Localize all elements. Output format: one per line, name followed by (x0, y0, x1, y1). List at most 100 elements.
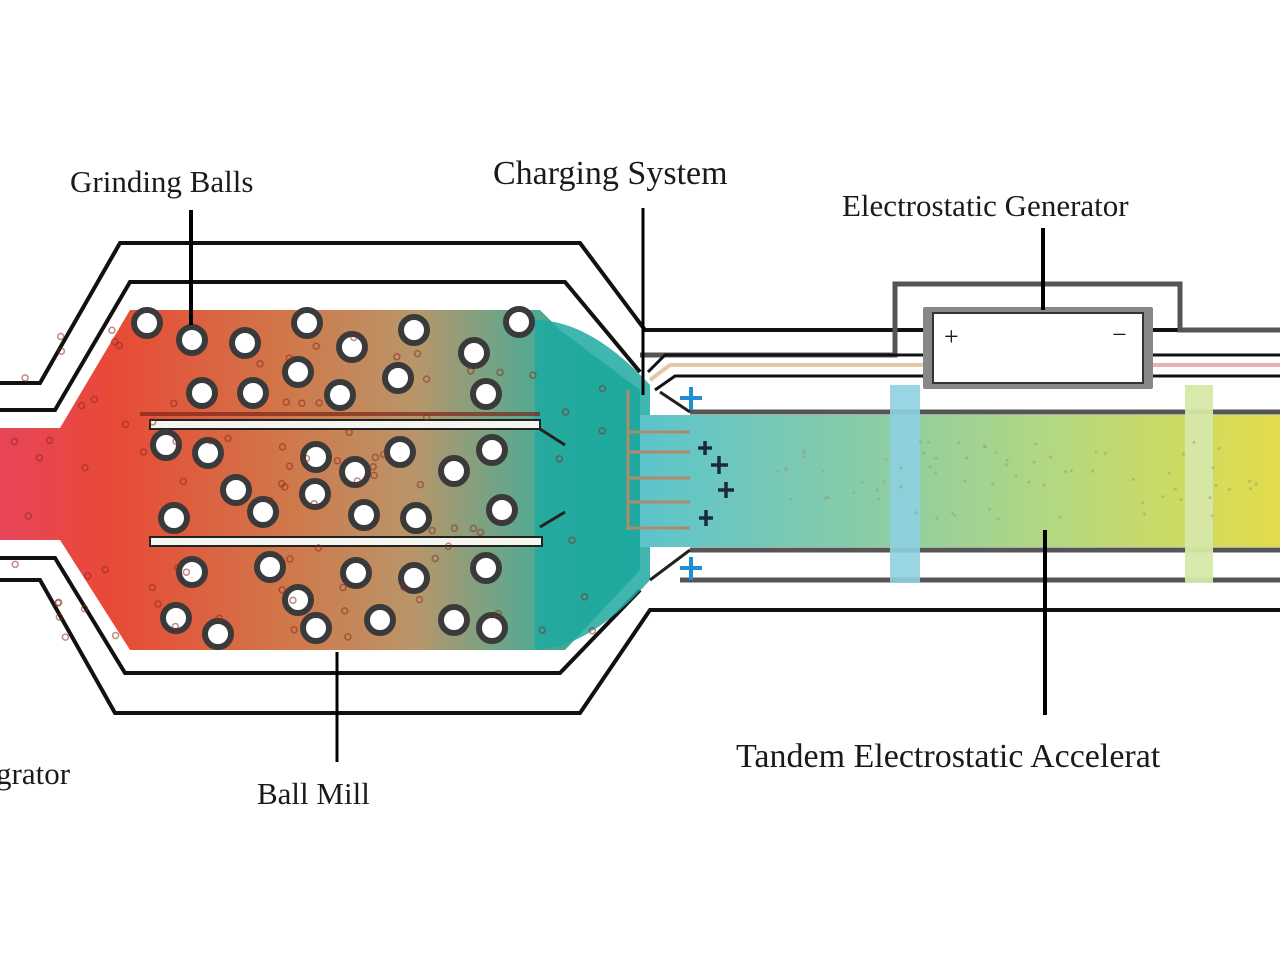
grinding-ball (229, 327, 261, 359)
accelerated-particle (935, 516, 939, 520)
accelerated-particle (1254, 482, 1258, 486)
grinding-ball (438, 455, 470, 487)
particle (80, 604, 89, 613)
grinding-ball (176, 556, 208, 588)
accelerated-particle (914, 511, 918, 515)
particle (555, 455, 564, 463)
grinding-ball (300, 441, 332, 473)
label-electrostatic-generator: Electrostatic Generator (842, 188, 1129, 223)
grinding-ball (340, 557, 372, 589)
accelerated-particle (1064, 470, 1068, 474)
accelerated-particle (963, 479, 967, 483)
particle (416, 480, 425, 489)
particle (169, 399, 178, 408)
grinding-ball (186, 377, 218, 409)
particle (340, 607, 349, 615)
accelerated-particle (899, 485, 903, 489)
accelerated-particle (1014, 474, 1018, 477)
particle (312, 342, 321, 350)
accelerated-particle (1161, 495, 1165, 499)
grinding-ball (400, 502, 432, 534)
particle (10, 437, 19, 446)
particle (139, 448, 148, 456)
accelerator-ring-blue (890, 385, 920, 583)
accelerated-particle (825, 495, 829, 499)
particle (298, 399, 306, 407)
accelerated-particle (884, 458, 888, 461)
particle (45, 436, 54, 445)
particle (302, 454, 311, 463)
particle (172, 437, 180, 446)
particle (315, 399, 323, 407)
grinding-ball (160, 602, 192, 634)
particle (369, 462, 377, 471)
accelerated-particle (983, 445, 987, 449)
grinding-ball (458, 337, 490, 369)
particle (353, 477, 362, 485)
accelerated-particle (1141, 501, 1145, 505)
accelerated-particle (1167, 471, 1171, 475)
accelerated-particle (1181, 452, 1185, 456)
charging-electrodes (626, 390, 690, 530)
particle (256, 360, 264, 368)
accelerated-particle (875, 488, 879, 492)
particle (310, 500, 318, 508)
grinding-ball (398, 314, 430, 346)
accelerated-particle (1091, 469, 1095, 473)
inner-housing (0, 280, 642, 675)
accelerated-particle (802, 449, 806, 453)
grinding-ball (384, 436, 416, 468)
particle (598, 426, 606, 435)
accelerated-particle (919, 440, 923, 444)
accelerated-particle (860, 480, 864, 484)
accelerated-particle (1004, 463, 1008, 467)
accelerated-particle (789, 497, 793, 501)
grinding-ball (247, 496, 279, 528)
accelerated-particle (1069, 469, 1073, 473)
particle (529, 371, 537, 379)
dark-plus-icon-3 (718, 482, 734, 498)
label-grinding-balls: Grinding Balls (70, 164, 253, 199)
particle (90, 395, 99, 404)
accelerated-particle (994, 451, 998, 454)
accelerated-particle (1048, 455, 1052, 459)
label-charging-system: Charging System (493, 155, 728, 192)
accelerated-particle (934, 471, 937, 475)
accelerated-particle (965, 456, 968, 460)
accelerated-particle (957, 441, 961, 445)
accelerated-particle (927, 440, 931, 444)
particle (333, 456, 342, 465)
accelerated-particle (1173, 487, 1177, 491)
particle (115, 341, 123, 350)
particle (496, 368, 504, 377)
grinding-balls-group (131, 306, 535, 650)
accelerated-particle (928, 465, 932, 469)
particle (56, 332, 65, 341)
grinding-ball (291, 307, 323, 339)
dark-plus-icon-2 (711, 456, 728, 474)
dark-plus-icon-1 (698, 441, 712, 455)
particle (149, 418, 157, 426)
particle (476, 528, 485, 537)
accelerator-tube (640, 415, 1280, 547)
particle (24, 512, 33, 520)
grinding-ball (339, 456, 371, 488)
particle (110, 337, 119, 346)
particle (561, 408, 570, 416)
grinding-ball (324, 379, 356, 411)
charging-transition (535, 320, 650, 650)
accelerated-particle (1192, 440, 1196, 444)
accelerated-particle (951, 512, 955, 516)
accelerated-particle (1058, 515, 1062, 519)
accelerated-particle (1208, 496, 1212, 500)
particle (494, 609, 502, 618)
accelerated-particle (821, 469, 825, 473)
accelerated-particle (1032, 460, 1036, 464)
particle (350, 333, 358, 342)
inner-wall-top (0, 280, 642, 412)
accelerated-particle (1132, 477, 1135, 481)
outer-wall-top (0, 241, 1280, 385)
particle (182, 568, 191, 576)
